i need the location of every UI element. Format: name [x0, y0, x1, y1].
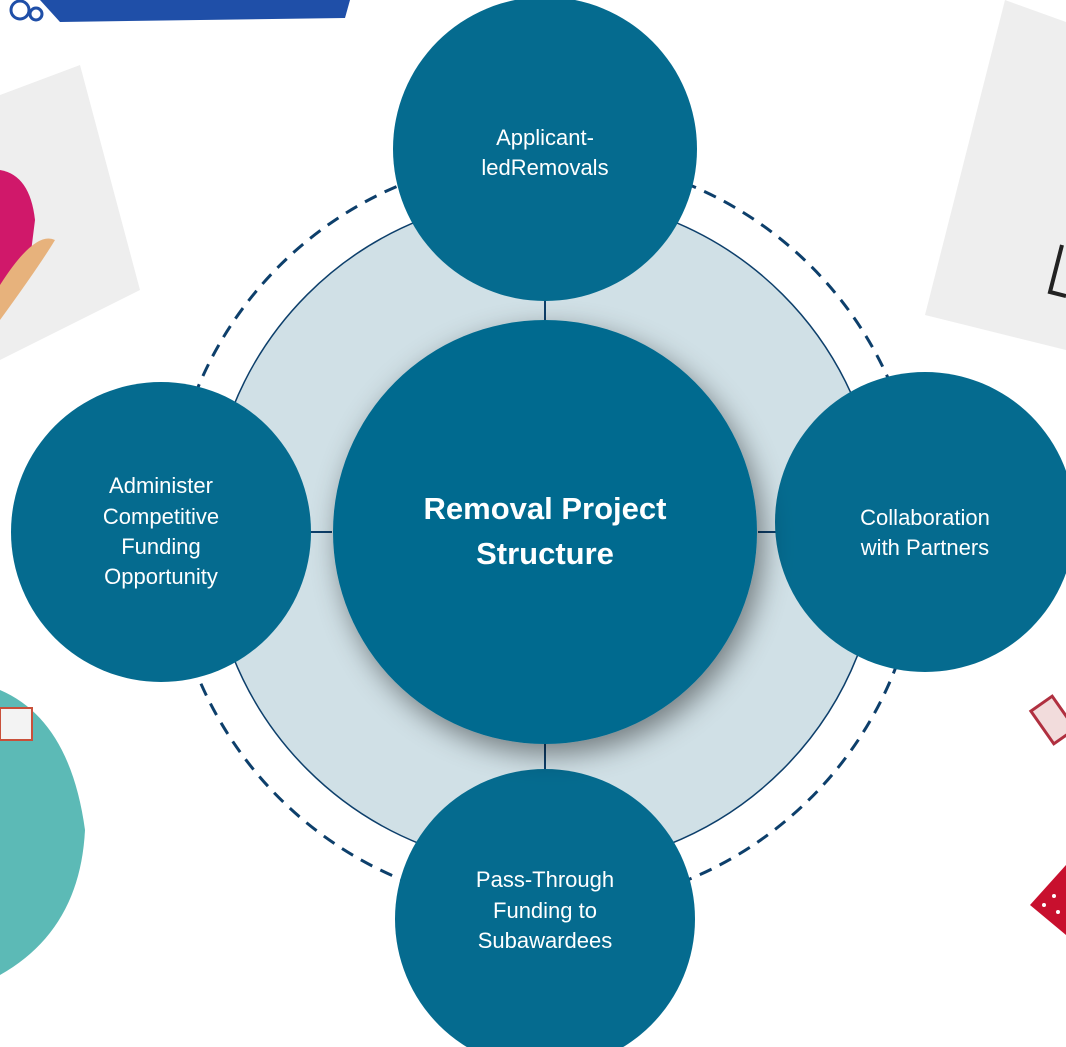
clipart-right-red-items: [1028, 694, 1066, 935]
node-right-circle: [775, 372, 1066, 672]
clipart-top-left-logo: [9, 0, 350, 22]
clipart-left-teal-shape: [0, 690, 85, 975]
node-bottom-circle: [395, 769, 695, 1047]
center-label: Removal Project Structure: [423, 491, 667, 571]
node-top-circle: [393, 0, 697, 301]
clipart-left-hand: [0, 65, 140, 360]
node-right-label: Collaboration with Partners: [860, 504, 990, 560]
node-left-circle: [11, 382, 311, 682]
center-circle: [333, 320, 757, 744]
node-left-label: Administer Competitive Funding Opportuni…: [102, 473, 220, 590]
clipart-right-sign: [925, 0, 1066, 350]
node-bottom-label: Pass-Through Funding to Subawardees: [475, 867, 615, 954]
node-top-label: Applicant- ledRemovals: [481, 124, 609, 180]
